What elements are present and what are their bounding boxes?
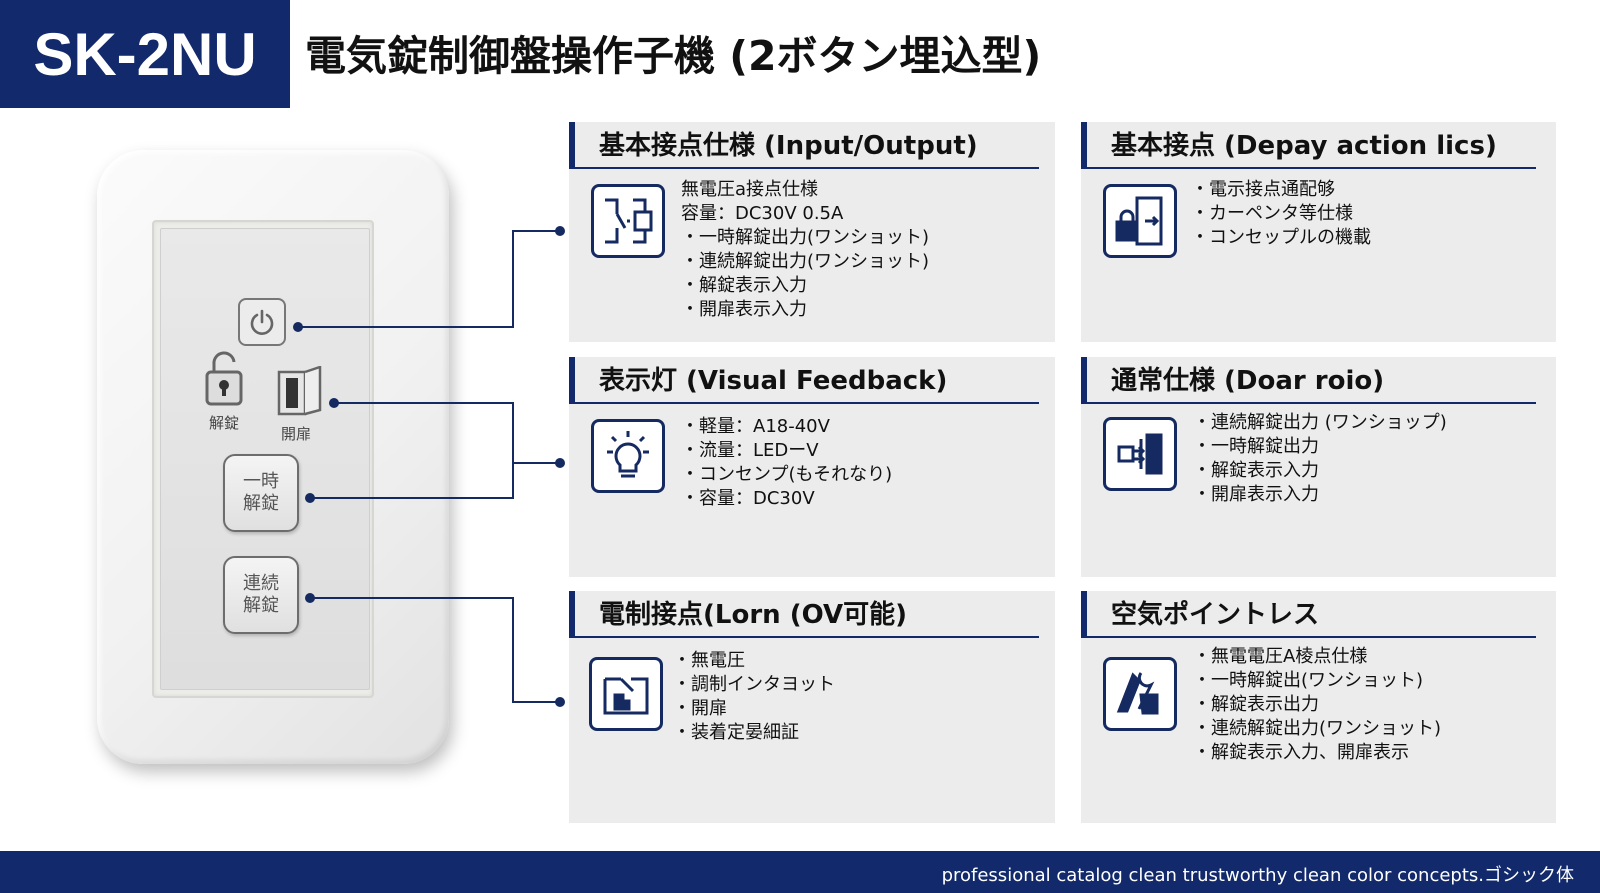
spec-card-air-pointless: 空気ポイントレス ・無電電圧A棱点仕様 ・一時解錠出(ワンショット) ・解錠表示… bbox=[1081, 591, 1556, 823]
spec-line: ・電示接点通配够 bbox=[1191, 179, 1335, 200]
relay-contact-icon bbox=[591, 184, 665, 258]
continuous-unlock-button[interactable]: 連続 解錠 bbox=[223, 556, 299, 634]
footer-bar: professional catalog clean trustworthy c… bbox=[0, 851, 1600, 893]
spec-line: ・一時解錠出(ワンショット) bbox=[1193, 670, 1424, 691]
unlock-indicator-icon bbox=[204, 350, 244, 408]
door-open-label: 開扉 bbox=[281, 425, 312, 443]
footer-text: professional catalog clean trustworthy c… bbox=[941, 865, 1574, 886]
door-signal-icon bbox=[1103, 417, 1177, 491]
card-title: 基本接点 (Depay action lics) bbox=[1111, 131, 1497, 161]
spec-line: ・開扉 bbox=[673, 698, 727, 719]
callout-dot bbox=[555, 458, 565, 468]
spec-line: ・解錠表示入力、開扉表示 bbox=[1193, 742, 1409, 763]
callout-dot bbox=[329, 398, 339, 408]
callout-dot bbox=[305, 593, 315, 603]
card-header: 電制接点(Lorn (OV可能) bbox=[569, 591, 1039, 637]
temporary-unlock-button[interactable]: 一時 解錠 bbox=[223, 454, 299, 532]
spec-line: ・軽量：A18-40V bbox=[681, 416, 830, 437]
light-bulb-icon bbox=[591, 419, 665, 493]
spec-line: ・カーペンタ等仕様 bbox=[1191, 203, 1353, 224]
card-rule bbox=[569, 402, 1039, 404]
door-open-indicator-icon bbox=[276, 366, 324, 418]
spec-line: ・無電圧 bbox=[673, 650, 745, 671]
card-header: 基本接点 (Depay action lics) bbox=[1081, 122, 1536, 168]
card-title: 空気ポイントレス bbox=[1111, 600, 1320, 630]
spec-card-electric-contact: 電制接点(Lorn (OV可能) ・無電圧 ・調制インタヨット ・開扉 ・装着定… bbox=[569, 591, 1055, 823]
card-title: 通常仕様 (Doar roio) bbox=[1111, 366, 1385, 396]
spec-line: ・装着定晏細証 bbox=[673, 722, 799, 743]
card-rule bbox=[569, 167, 1039, 169]
card-spec-list: ・電示接点通配够 ・カーペンタ等仕様 ・コンセップルの機載 bbox=[1191, 178, 1371, 250]
card-rule bbox=[1081, 636, 1536, 638]
spec-card-visual-feedback: 表示灯 (Visual Feedback) ・軽量：A18-40V ・流量：LE… bbox=[569, 357, 1055, 577]
spec-line: ・無電電圧A棱点仕様 bbox=[1193, 646, 1368, 667]
card-title: 表示灯 (Visual Feedback) bbox=[599, 366, 948, 396]
lock-door-icon bbox=[1103, 184, 1177, 258]
card-title: 電制接点(Lorn (OV可能) bbox=[599, 600, 907, 630]
spec-line: ・解錠表示入力 bbox=[681, 275, 807, 296]
card-header: 表示灯 (Visual Feedback) bbox=[569, 357, 1039, 403]
callout-dot bbox=[305, 493, 315, 503]
spec-line: ・容量：DC30V bbox=[681, 488, 815, 509]
page-title: 電気錠制御盤操作子機 (2ボタン埋込型) bbox=[305, 32, 1042, 80]
card-header: 通常仕様 (Doar roio) bbox=[1081, 357, 1536, 403]
spec-line: 無電圧a接点仕様 bbox=[681, 179, 819, 200]
card-rule bbox=[1081, 167, 1536, 169]
card-header: 空気ポイントレス bbox=[1081, 591, 1536, 637]
spec-line: ・コンセンプ(もそれなり) bbox=[681, 464, 893, 485]
spec-line: 容量：DC30V 0.5A bbox=[681, 203, 844, 224]
model-number: SK-2NU bbox=[33, 20, 257, 88]
model-badge: SK-2NU bbox=[0, 0, 290, 108]
card-rule bbox=[569, 636, 1039, 638]
card-spec-list: 無電圧a接点仕様 容量：DC30V 0.5A ・一時解錠出力(ワンショット) ・… bbox=[681, 178, 929, 322]
card-spec-list: ・軽量：A18-40V ・流量：LEDーV ・コンセンプ(もそれなり) ・容量：… bbox=[681, 415, 892, 511]
card-spec-list: ・無電電圧A棱点仕様 ・一時解錠出(ワンショット) ・解錠表示出力 ・連続解錠出… bbox=[1193, 645, 1441, 765]
spec-line: ・一時解錠出力 bbox=[1193, 436, 1319, 457]
spec-line: ・一時解錠出力(ワンショット) bbox=[681, 227, 930, 248]
spec-line: ・解錠表示入力 bbox=[1193, 460, 1319, 481]
power-icon bbox=[250, 309, 274, 335]
callout-dot bbox=[293, 322, 303, 332]
switch-hand-icon bbox=[589, 657, 663, 731]
power-button[interactable] bbox=[238, 298, 286, 346]
spec-line: ・開扉表示入力 bbox=[1193, 484, 1319, 505]
card-title: 基本接点仕様 (Input/Output) bbox=[599, 131, 978, 161]
callout-dot bbox=[555, 226, 565, 236]
tools-hand-icon bbox=[1103, 657, 1177, 731]
card-spec-list: ・無電圧 ・調制インタヨット ・開扉 ・装着定晏細証 bbox=[673, 649, 835, 745]
card-rule bbox=[1081, 402, 1536, 404]
spec-line: ・開扉表示入力 bbox=[681, 299, 807, 320]
spec-line: ・連続解錠出力 (ワンショップ) bbox=[1193, 412, 1447, 433]
spec-card-basic-contact-io: 基本接点仕様 (Input/Output) 無電圧a接点仕様 容量：DC30V … bbox=[569, 122, 1055, 342]
spec-line: ・調制インタヨット bbox=[673, 674, 835, 695]
card-spec-list: ・連続解錠出力 (ワンショップ) ・一時解錠出力 ・解錠表示入力 ・開扉表示入力 bbox=[1193, 411, 1447, 507]
card-header: 基本接点仕様 (Input/Output) bbox=[569, 122, 1039, 168]
spec-line: ・連続解錠出力(ワンショット) bbox=[1193, 718, 1442, 739]
unlock-label: 解錠 bbox=[209, 414, 240, 432]
callout-dot bbox=[555, 697, 565, 707]
spec-line: ・解錠表示出力 bbox=[1193, 694, 1319, 715]
spec-card-basic-contact-depay: 基本接点 (Depay action lics) ・電示接点通配够 ・カーペンタ… bbox=[1081, 122, 1556, 342]
spec-line: ・連続解錠出力(ワンショット) bbox=[681, 251, 930, 272]
spec-line: ・コンセップルの機載 bbox=[1191, 227, 1371, 248]
spec-line: ・流量：LEDーV bbox=[681, 440, 819, 461]
spec-card-standard: 通常仕様 (Doar roio) ・連続解錠出力 (ワンショップ) ・一時解錠出… bbox=[1081, 357, 1556, 577]
